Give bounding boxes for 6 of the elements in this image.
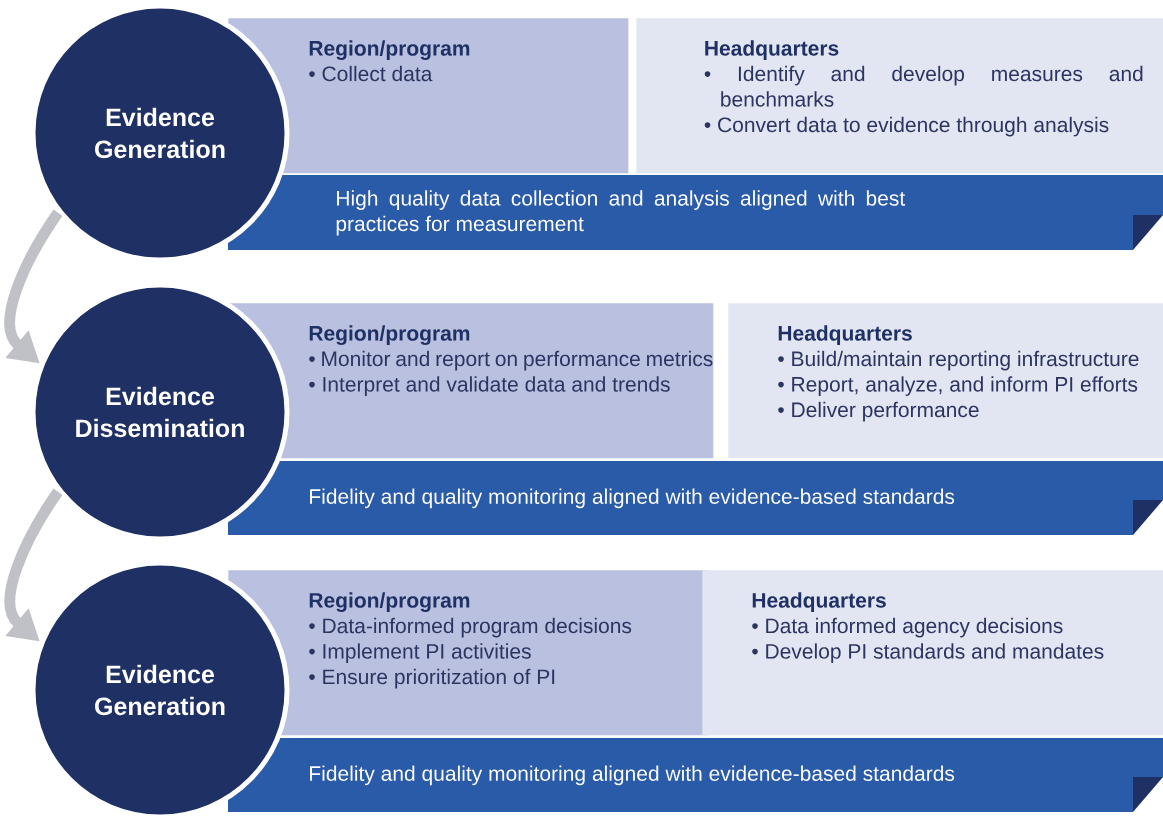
banner: High quality data collection and analysis aligned with best practices for measurement — [228, 175, 1163, 250]
headquarters-box: Headquarters • Identify and develop measures and benchmarks • Convert data to evidence through analysis — [636, 18, 1163, 174]
banner: Fidelity and quality monitoring aligned with evidence-based standards — [228, 738, 1163, 812]
headquarters-box: Headquarters • Build/maintain reporting infrastructure • Report, analyze, and inform PI efforts • Deliver performance — [728, 303, 1163, 459]
headquarters-box: Headquarters • Data informed agency decisions • Develop PI standards and mandates — [702, 570, 1163, 736]
banner: Fidelity and quality monitoring aligned with evidence-based standards — [228, 461, 1163, 535]
